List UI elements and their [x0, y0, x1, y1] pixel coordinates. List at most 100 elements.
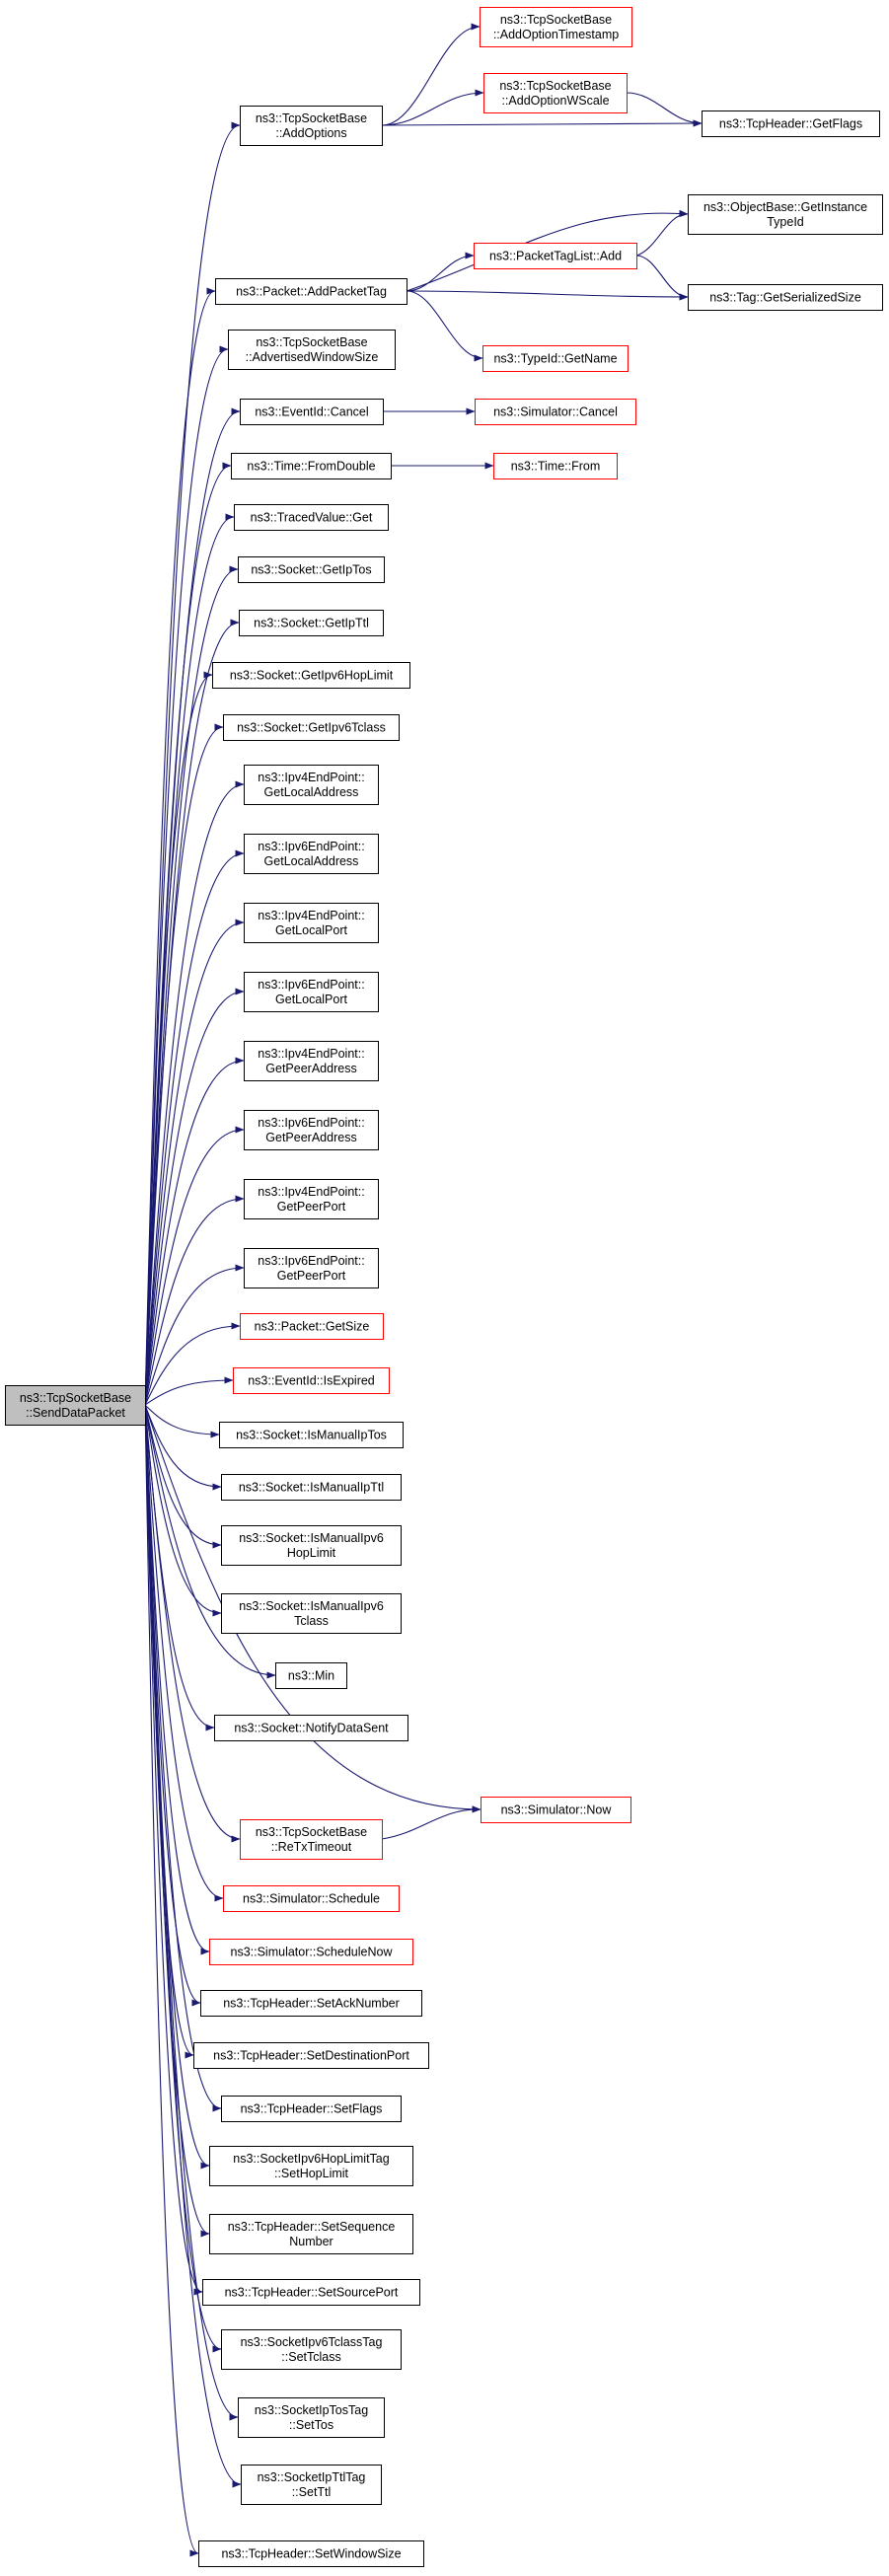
node-label-line: ::SetTclass	[281, 2350, 340, 2364]
node-ipv6-get-peer-port[interactable]: ns3::Ipv6EndPoint::GetPeerPort	[244, 1248, 379, 1288]
call-edge-root-to-set-ttl	[144, 1404, 242, 2488]
call-edge-root-to-packet-get-size	[144, 1322, 241, 1406]
call-edge-root-to-set-flags	[144, 1404, 222, 2112]
node-label-line: ns3::TcpHeader::SetAckNumber	[223, 1997, 400, 2011]
node-label-line: ::SetTtl	[292, 2485, 332, 2499]
node-re-tx-timeout[interactable]: ns3::TcpSocketBase::ReTxTimeout	[240, 1819, 383, 1860]
node-box	[240, 106, 383, 146]
node-tcp-header-get-flags[interactable]: ns3::TcpHeader::GetFlags	[702, 110, 880, 137]
node-time-from[interactable]: ns3::Time::From	[493, 453, 618, 479]
call-edge-root-to-ipv4-get-local-port	[144, 919, 245, 1406]
node-socket-get-ipv6-hop-limit[interactable]: ns3::Socket::GetIpv6HopLimit	[212, 662, 410, 689]
node-set-hop-limit[interactable]: ns3::SocketIpv6HopLimitTag::SetHopLimit	[209, 2146, 413, 2186]
node-label-line: ns3::Time::From	[511, 460, 601, 474]
node-label-line: ns3::TcpHeader::SetDestinationPort	[213, 2049, 409, 2063]
node-ipv4-get-peer-address[interactable]: ns3::Ipv4EndPoint::GetPeerAddress	[244, 1041, 379, 1081]
node-simulator-cancel[interactable]: ns3::Simulator::Cancel	[475, 399, 636, 425]
node-label-line: GetLocalPort	[275, 993, 347, 1006]
node-packet-add-packet-tag[interactable]: ns3::Packet::AddPacketTag	[215, 278, 407, 305]
node-box	[244, 1041, 379, 1081]
node-type-id-get-name[interactable]: ns3::TypeId::GetName	[482, 345, 629, 372]
node-simulator-schedule[interactable]: ns3::Simulator::Schedule	[223, 1885, 400, 1912]
node-add-options[interactable]: ns3::TcpSocketBase::AddOptions	[240, 106, 383, 146]
node-advertised-window-size[interactable]: ns3::TcpSocketBase::AdvertisedWindowSize	[228, 330, 396, 370]
node-ipv6-get-local-port[interactable]: ns3::Ipv6EndPoint::GetLocalPort	[244, 972, 379, 1012]
node-label-line: ns3::TcpSocketBase	[256, 111, 367, 125]
node-socket-get-ip-tos[interactable]: ns3::Socket::GetIpTos	[238, 556, 385, 583]
node-box	[219, 1422, 404, 1448]
node-box	[275, 1662, 347, 1689]
node-set-window-size[interactable]: ns3::TcpHeader::SetWindowSize	[198, 2540, 424, 2567]
node-set-source-port[interactable]: ns3::TcpHeader::SetSourcePort	[202, 2279, 420, 2306]
node-add-option-wscale[interactable]: ns3::TcpSocketBase::AddOptionWScale	[483, 73, 628, 113]
call-edge-root-to-socket-get-ipv6-hop-limit	[144, 671, 213, 1406]
call-edge-root-to-socket-is-manual-ipv6-hop-limit	[144, 1404, 222, 1549]
root-node[interactable]: ns3::TcpSocketBase::SendDataPacket	[5, 1385, 146, 1426]
node-socket-notify-data-sent[interactable]: ns3::Socket::NotifyDataSent	[214, 1715, 408, 1741]
node-label-line: ns3::Simulator::ScheduleNow	[231, 1946, 394, 1959]
node-label-line: ns3::TcpSocketBase	[256, 335, 367, 349]
node-set-ack-number[interactable]: ns3::TcpHeader::SetAckNumber	[200, 1990, 422, 2017]
node-set-flags[interactable]: ns3::TcpHeader::SetFlags	[221, 2096, 402, 2122]
node-simulator-now[interactable]: ns3::Simulator::Now	[481, 1797, 631, 1823]
node-ipv6-get-peer-address[interactable]: ns3::Ipv6EndPoint::GetPeerAddress	[244, 1110, 379, 1150]
node-min[interactable]: ns3::Min	[275, 1662, 347, 1689]
call-edge-packet-tag-list-add-to-object-base-get-instance-type-id	[635, 210, 689, 257]
node-socket-get-ipv6-tclass[interactable]: ns3::Socket::GetIpv6Tclass	[223, 714, 400, 741]
node-ipv4-get-local-port[interactable]: ns3::Ipv4EndPoint::GetLocalPort	[244, 903, 379, 943]
node-box	[688, 194, 883, 235]
node-socket-is-manual-ip-ttl[interactable]: ns3::Socket::IsManualIpTtl	[221, 1474, 402, 1501]
node-simulator-schedule-now[interactable]: ns3::Simulator::ScheduleNow	[209, 1939, 413, 1965]
call-edge-packet-tag-list-add-to-tag-get-serialized-size	[635, 255, 689, 301]
node-label-line: ns3::Socket::GetIpv6HopLimit	[230, 669, 394, 683]
node-ipv4-get-local-address[interactable]: ns3::Ipv4EndPoint::GetLocalAddress	[244, 765, 379, 805]
node-box	[240, 1313, 384, 1340]
node-box	[221, 1593, 402, 1634]
node-box	[481, 1797, 631, 1823]
node-ipv6-get-local-address[interactable]: ns3::Ipv6EndPoint::GetLocalAddress	[244, 834, 379, 874]
node-box	[193, 2042, 429, 2069]
node-set-tos[interactable]: ns3::SocketIpTosTag::SetTos	[238, 2397, 385, 2438]
node-add-option-timestamp[interactable]: ns3::TcpSocketBase::AddOptionTimestamp	[480, 7, 632, 47]
node-label-line: ns3::Ipv4EndPoint::	[258, 1185, 364, 1199]
node-label-line: ns3::SocketIpv6TclassTag	[241, 2335, 383, 2349]
node-packet-get-size[interactable]: ns3::Packet::GetSize	[240, 1313, 384, 1340]
node-box	[215, 278, 407, 305]
node-set-ttl[interactable]: ns3::SocketIpTtlTag::SetTtl	[241, 2465, 382, 2505]
node-socket-get-ip-ttl[interactable]: ns3::Socket::GetIpTtl	[239, 610, 384, 636]
call-edge-packet-add-packet-tag-to-tag-get-serialized-size	[406, 290, 689, 301]
node-event-id-cancel[interactable]: ns3::EventId::Cancel	[240, 399, 384, 425]
node-tag-get-serialized-size[interactable]: ns3::Tag::GetSerializedSize	[688, 284, 883, 311]
node-event-id-is-expired[interactable]: ns3::EventId::IsExpired	[233, 1367, 390, 1394]
node-time-from-double[interactable]: ns3::Time::FromDouble	[231, 453, 392, 479]
node-box	[202, 2279, 420, 2306]
node-box	[200, 1990, 422, 2017]
node-box	[240, 1819, 383, 1860]
node-label-line: ns3::TcpSocketBase	[499, 79, 611, 93]
node-label-line: ns3::TcpSocketBase	[256, 1825, 367, 1839]
node-box	[244, 1179, 379, 1219]
node-label-line: HopLimit	[287, 1546, 336, 1560]
node-set-destination-port[interactable]: ns3::TcpHeader::SetDestinationPort	[193, 2042, 429, 2069]
node-box	[231, 453, 392, 479]
node-box	[244, 903, 379, 943]
node-label-line: ::SendDataPacket	[26, 1406, 125, 1420]
node-set-tclass[interactable]: ns3::SocketIpv6TclassTag::SetTclass	[221, 2329, 402, 2370]
node-packet-tag-list-add[interactable]: ns3::PacketTagList::Add	[474, 243, 637, 269]
node-box	[240, 399, 384, 425]
node-box	[482, 345, 629, 372]
node-label-line: ns3::Min	[288, 1669, 334, 1683]
node-socket-is-manual-ip-tos[interactable]: ns3::Socket::IsManualIpTos	[219, 1422, 404, 1448]
edge-layer	[144, 23, 703, 2557]
node-ipv4-get-peer-port[interactable]: ns3::Ipv4EndPoint::GetPeerPort	[244, 1179, 379, 1219]
node-label-line: ns3::Socket::IsManualIpv6	[239, 1599, 384, 1613]
node-traced-value-get[interactable]: ns3::TracedValue::Get	[234, 504, 389, 531]
node-label-line: ns3::EventId::Cancel	[255, 405, 368, 419]
node-label-line: ns3::Time::FromDouble	[247, 460, 375, 474]
node-label-line: ns3::ObjectBase::GetInstance	[704, 200, 867, 214]
